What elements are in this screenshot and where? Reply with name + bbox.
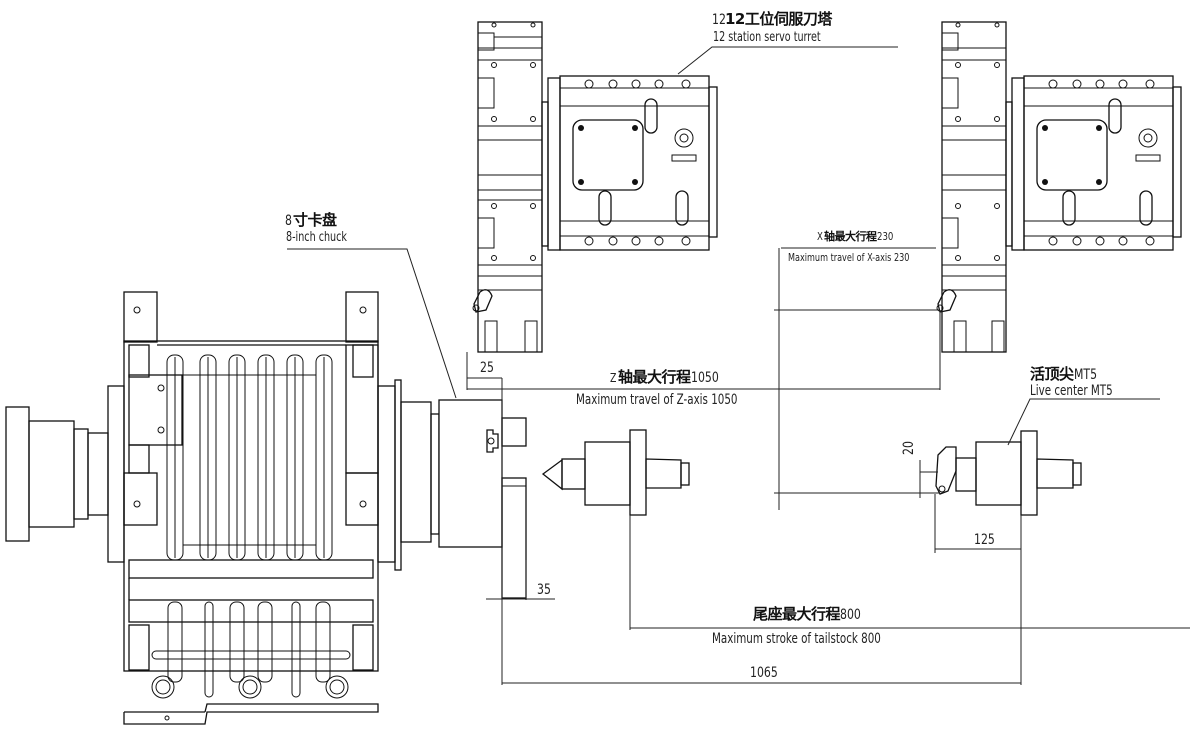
tool-stations-top — [584, 79, 691, 246]
turret-label: 1212工位伺服刀塔 — [712, 10, 832, 28]
live-center-label-en: Live center MT5 — [1030, 383, 1113, 399]
headstock — [5, 291, 440, 725]
chuck-label-en: 8-inch chuck — [286, 230, 347, 245]
chuck-label-cn: 寸卡盘 — [293, 211, 337, 229]
live-center-label-value: MT5 — [1073, 367, 1097, 383]
tailstock-label-cn: 尾座最大行程 — [753, 605, 841, 623]
x-axis-label: X轴最大行程230 — [817, 231, 898, 242]
dim-25: 25 — [480, 360, 494, 376]
live-center — [935, 430, 1082, 516]
z-axis-label-en: Maximum travel of Z-axis 1050 — [576, 392, 738, 408]
z-axis-label-prefix: Z — [610, 371, 617, 385]
turret-label-prefix: 12 — [712, 12, 726, 28]
turret-right — [936, 21, 1182, 353]
mounting-bolts — [151, 675, 349, 699]
dim-20: 20 — [901, 441, 917, 455]
x-axis-label-cn: 轴最大行程 — [824, 230, 877, 243]
tailstock-label-en: Maximum stroke of tailstock 800 — [712, 631, 881, 647]
dim-35: 35 — [537, 582, 551, 598]
live-center-label-cn: 活顶尖 — [1030, 365, 1074, 383]
x-axis-label-prefix: X — [817, 230, 823, 243]
turret-label-cn: 12工位伺服刀塔 — [725, 10, 832, 28]
live-center-label: 活顶尖MT5 — [1030, 365, 1103, 383]
chuck — [438, 399, 527, 599]
dim-125: 125 — [974, 532, 995, 548]
turret-left — [472, 21, 718, 353]
leader-lines — [287, 46, 1160, 446]
chuck-label-prefix: 8 — [285, 213, 292, 229]
dim-1065: 1065 — [750, 665, 778, 681]
cooling-ribs — [166, 354, 333, 561]
tailstock-center-retracted — [541, 429, 690, 516]
dimension-lines — [466, 248, 1190, 685]
lower-ribs — [151, 601, 351, 698]
x-axis-label-en: Maximum travel of X-axis 230 — [788, 251, 910, 264]
x-axis-label-value: 230 — [876, 230, 893, 243]
z-axis-label-cn: 轴最大行程 — [618, 368, 691, 386]
tailstock-label: 尾座最大行程800 — [753, 605, 867, 623]
tailstock-label-value: 800 — [840, 607, 861, 623]
chuck-label: 8寸卡盘 — [285, 211, 337, 229]
turret-label-en: 12 station servo turret — [713, 30, 821, 45]
z-axis-label-value: 1050 — [690, 370, 719, 386]
